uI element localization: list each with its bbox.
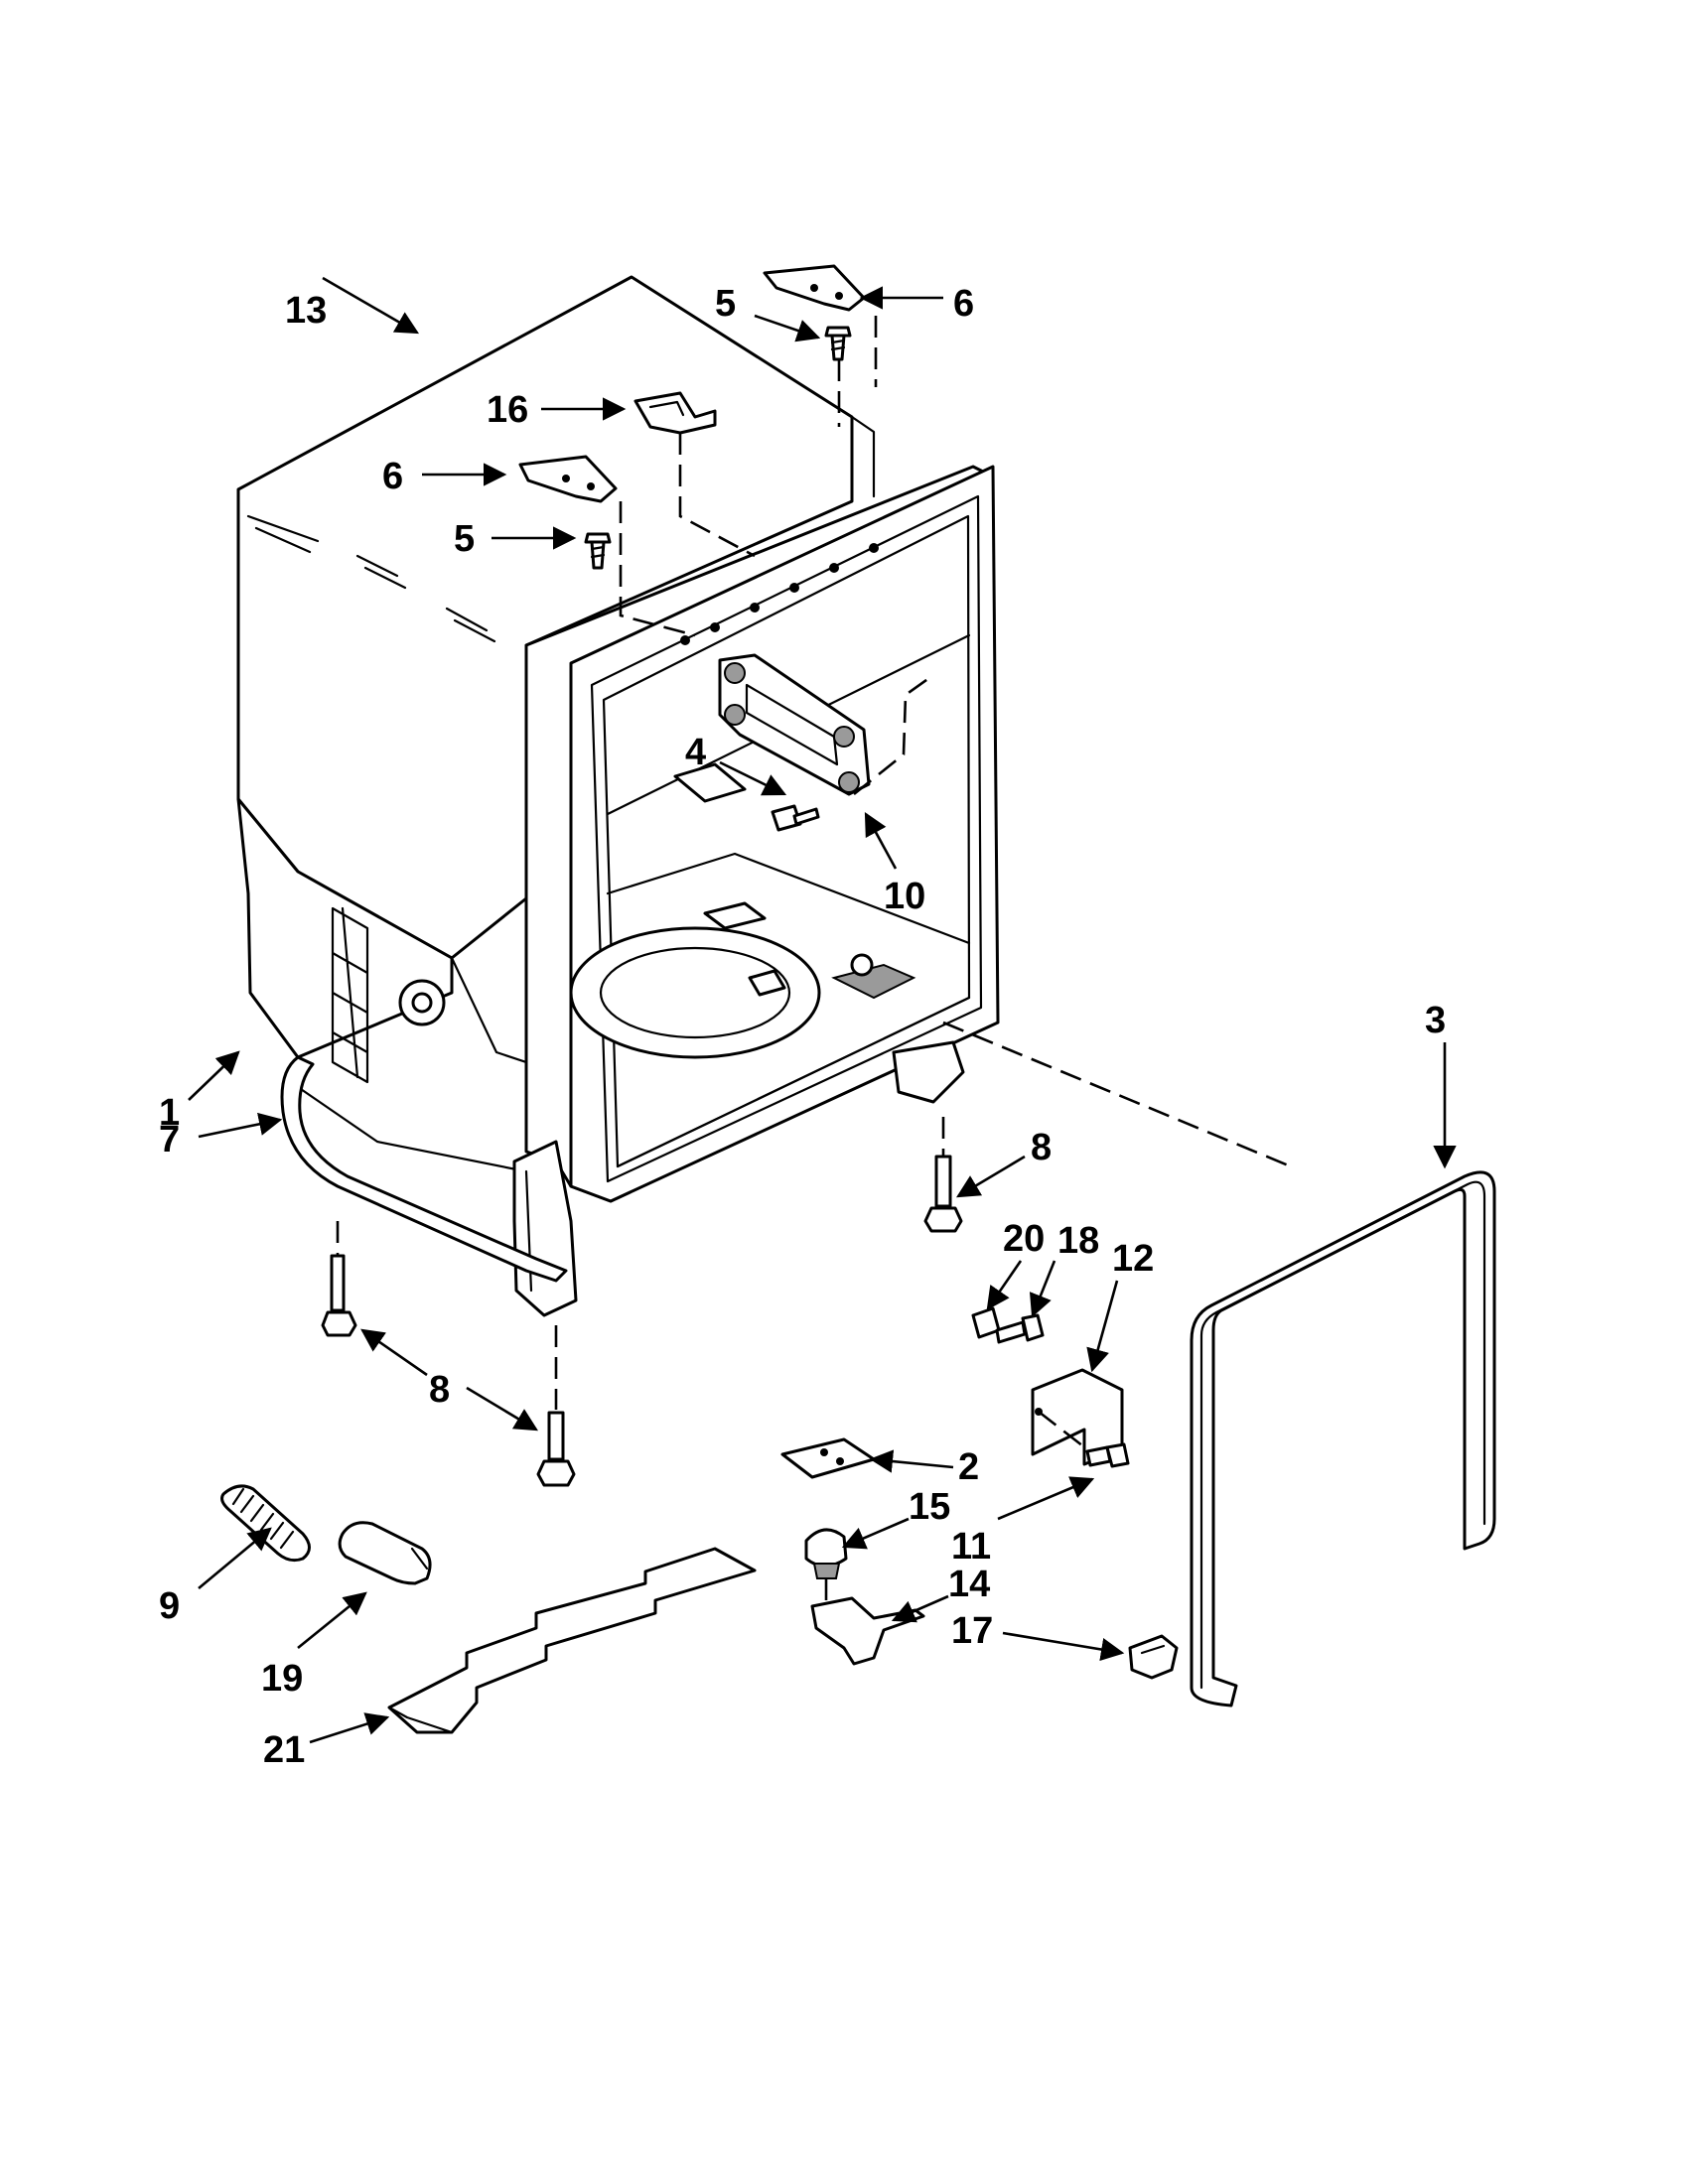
callout-12: 12: [1112, 1238, 1154, 1280]
callout-9: 9: [159, 1585, 180, 1627]
leveling-leg-right: [923, 1155, 963, 1233]
callout-21: 21: [263, 1729, 305, 1771]
clip-16: [633, 391, 717, 435]
toe-panel-21: [387, 1547, 757, 1734]
tub-assembly: [236, 275, 876, 1173]
leveling-leg-mid: [536, 1411, 576, 1487]
callout-7: 7: [159, 1119, 180, 1160]
callout-2: 2: [958, 1446, 979, 1488]
callout-6-mid: 6: [382, 456, 403, 497]
callout-18: 18: [1057, 1220, 1099, 1262]
callout-3: 3: [1425, 1000, 1446, 1041]
hinge-bracket-top: [763, 264, 866, 312]
leader-lines: [188, 276, 1457, 1744]
screw-4: [771, 804, 820, 832]
washer-20: [971, 1306, 1001, 1339]
assembly-lines: [336, 316, 1292, 1606]
callout-10: 10: [884, 876, 925, 917]
tub-frame: [512, 465, 1000, 1317]
callout-14: 14: [948, 1564, 990, 1605]
drain-hose-7: [280, 1055, 568, 1283]
thermostat-15: [804, 1528, 848, 1579]
clip-17: [1128, 1634, 1179, 1680]
callout-4: 4: [685, 732, 706, 773]
callout-8-right: 8: [1031, 1127, 1052, 1168]
insulator-2: [780, 1437, 876, 1479]
screw-top: [824, 326, 852, 361]
callout-11: 11: [951, 1526, 991, 1568]
callout-15: 15: [909, 1486, 950, 1528]
callout-5-top: 5: [715, 283, 736, 325]
callout-labels: 13 5 6 16 6 5 4 10 3 1 7 8 20 18 12 8 2 …: [159, 283, 1446, 1771]
callout-1: 1: [159, 1092, 180, 1134]
bolt-18: [995, 1313, 1045, 1344]
callout-13: 13: [285, 290, 327, 332]
callout-19: 19: [261, 1658, 303, 1700]
callout-20: 20: [1003, 1218, 1045, 1260]
pad-part: [673, 762, 747, 803]
thermostat-bracket-14: [810, 1596, 925, 1666]
hinge-bracket-mid: [518, 455, 618, 503]
spring-9: [220, 1484, 311, 1563]
door-gasket-3: [1190, 1170, 1496, 1707]
screw-mid: [584, 532, 612, 570]
screw-11: [1085, 1442, 1130, 1468]
door-strike-bracket-10: [718, 653, 871, 796]
callout-16: 16: [487, 389, 528, 431]
callout-8-left: 8: [429, 1369, 450, 1411]
leveling-leg-left: [321, 1254, 357, 1337]
callout-5-mid: 5: [454, 518, 475, 560]
callout-17: 17: [951, 1610, 993, 1652]
callout-6-top: 6: [953, 283, 974, 325]
cap-19: [338, 1521, 432, 1585]
